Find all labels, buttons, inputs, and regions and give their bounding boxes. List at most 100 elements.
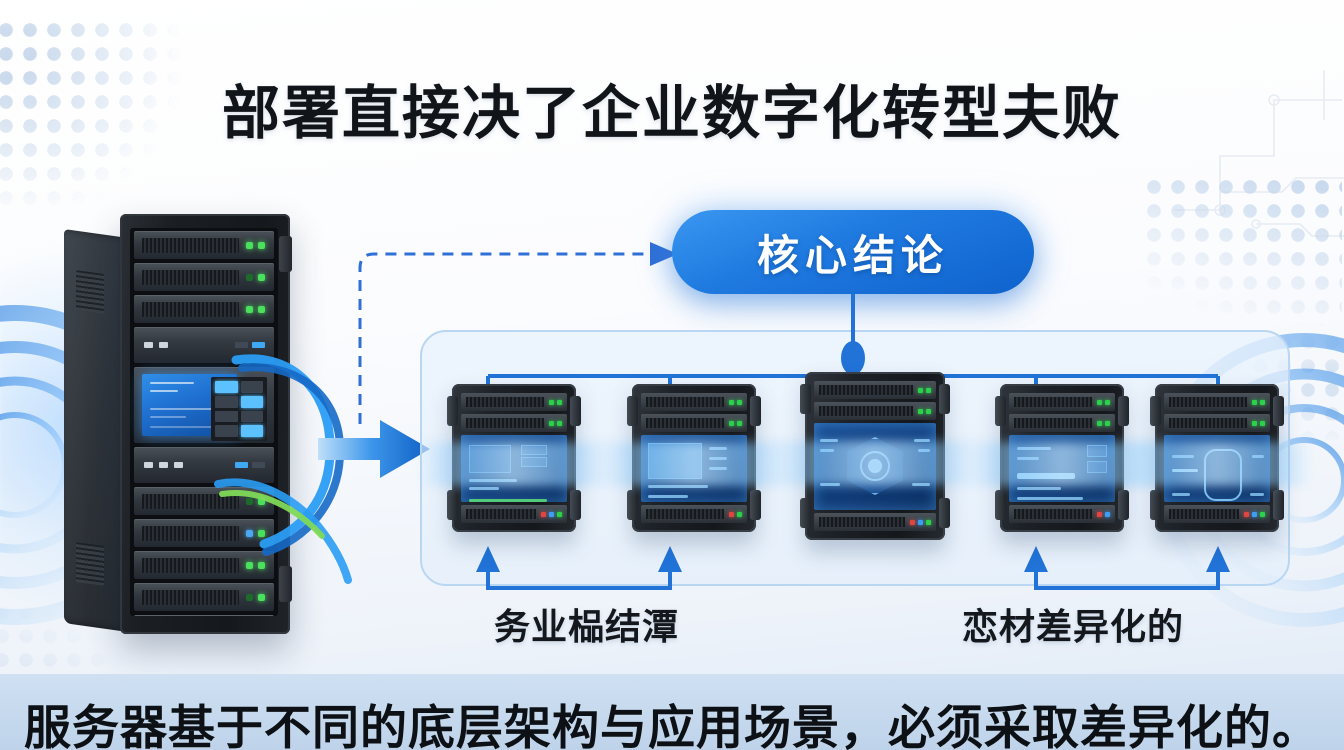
server-drive-bay (641, 393, 747, 411)
status-leds (246, 497, 265, 505)
keypad-key[interactable] (215, 410, 238, 423)
core-conclusion-node[interactable]: 核心结论 (672, 210, 1034, 294)
keypad-key[interactable] (240, 381, 263, 393)
vent-grille (142, 525, 239, 541)
server-drive-bay (1009, 414, 1115, 432)
caption-left: 务业榀结潭 (494, 607, 680, 648)
led-green (258, 561, 265, 569)
control-button[interactable] (144, 462, 153, 468)
vent-grille (142, 269, 239, 285)
node-server-3[interactable] (771, 372, 979, 540)
control-button[interactable] (144, 342, 153, 348)
chassis-ear (1150, 396, 1161, 426)
server-drive-bay (814, 402, 936, 420)
vent-grille (142, 301, 239, 317)
led-dim (246, 593, 253, 601)
server-display-radar (814, 423, 936, 510)
led-blue (246, 529, 253, 537)
rack-unit (134, 615, 274, 616)
control-indicators (235, 462, 265, 468)
indicator-active (252, 342, 265, 348)
page-title: 部署直接决了企业数字化转型夫败 (221, 79, 1122, 147)
server-unit-stack (1009, 393, 1115, 523)
rack-vent-bottom (76, 542, 104, 586)
chassis-ear (570, 396, 581, 426)
server-drive-bay (1164, 393, 1270, 411)
rack-control-unit (134, 447, 274, 483)
keypad-key[interactable] (240, 425, 263, 437)
chassis-ear (447, 490, 458, 520)
chassis-ear (750, 396, 761, 426)
led-green (246, 305, 253, 313)
control-button[interactable] (159, 342, 168, 348)
keypad-key[interactable] (240, 395, 263, 408)
rack-control-unit (134, 327, 274, 363)
led-green (246, 241, 253, 249)
led-green (258, 593, 265, 601)
dot-grid-right-upper (1142, 175, 1342, 325)
server-drive-bay (641, 414, 747, 432)
rack-unit (134, 487, 274, 515)
caption-right: 恋材差异化的 (962, 607, 1185, 648)
core-conclusion-label: 核心结论 (756, 230, 949, 280)
server-drive-bay (814, 513, 936, 531)
led-green (258, 273, 265, 281)
vent-grille (142, 493, 239, 509)
server-drive-bay (814, 381, 936, 399)
led-green (258, 305, 265, 313)
server-drive-bay (461, 393, 567, 411)
indicator-active (235, 462, 248, 468)
rack-unit (134, 231, 274, 259)
server-display-capsule (1164, 435, 1270, 502)
rack-console-unit (134, 367, 274, 443)
node-server-2[interactable] (598, 384, 790, 532)
led-green (258, 497, 265, 505)
indicator (252, 462, 265, 468)
node-server-1[interactable] (418, 384, 610, 532)
chassis-ear (800, 498, 811, 528)
rack-body (120, 214, 292, 634)
control-buttons (144, 342, 168, 348)
led-dim (246, 497, 253, 505)
server-drive-bay (1164, 505, 1270, 523)
rack-unit (134, 519, 274, 547)
status-leds (246, 593, 265, 601)
chassis-ear (1273, 396, 1284, 426)
rack-vent-top (76, 270, 104, 314)
control-button[interactable] (174, 462, 183, 468)
chassis-ear (1118, 490, 1129, 520)
rack-unit (134, 551, 274, 579)
main-server-rack (0, 214, 352, 646)
vent-grille (142, 589, 239, 605)
chassis-ear (800, 384, 811, 414)
rack-handle-top (279, 236, 292, 272)
chassis-ear (1150, 490, 1161, 520)
led-green (258, 241, 265, 249)
chassis-ear (1273, 490, 1284, 520)
chassis-ear (447, 396, 458, 426)
server-unit-stack (461, 393, 567, 523)
keypad-key[interactable] (215, 425, 238, 437)
console-keypad[interactable] (211, 377, 267, 441)
node-server-5[interactable] (1121, 384, 1313, 532)
control-buttons (144, 462, 183, 468)
chassis-ear (627, 490, 638, 520)
server-drive-bay (1164, 414, 1270, 432)
status-leds (246, 241, 265, 249)
led-green (246, 561, 253, 569)
keypad-key[interactable] (240, 410, 263, 423)
big-arrow-icon (318, 420, 430, 478)
server-drive-bay (1009, 505, 1115, 523)
keypad-key[interactable] (215, 395, 238, 408)
keypad-key[interactable] (215, 381, 238, 393)
vent-grille (142, 237, 239, 253)
control-indicators (235, 342, 265, 348)
control-button[interactable] (159, 462, 168, 468)
rack-handle-bottom (279, 566, 292, 602)
chassis-ear (939, 384, 950, 414)
node-server-4[interactable] (966, 384, 1158, 532)
server-unit-stack (814, 381, 936, 531)
server-drive-bay (641, 505, 747, 523)
chassis-ear (939, 498, 950, 528)
